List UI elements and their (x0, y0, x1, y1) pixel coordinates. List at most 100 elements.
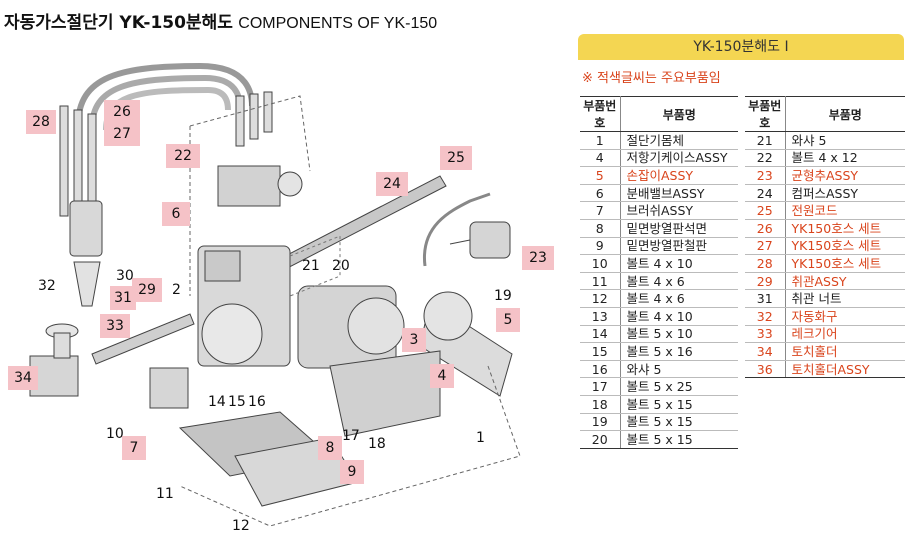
part-number: 23 (745, 166, 786, 185)
label-15: 15 (228, 394, 246, 410)
part-name: 볼트 5 x 15 (620, 395, 738, 414)
column-header-part-name: 부품명 (620, 96, 738, 132)
part-name: 컴퍼스ASSY (785, 184, 905, 203)
part-number: 21 (745, 131, 786, 150)
label-17: 17 (342, 428, 360, 444)
part-number: 14 (580, 325, 621, 344)
callout-3: 3 (402, 328, 426, 352)
part-name: 취관ASSY (785, 272, 905, 291)
part-number: 31 (745, 289, 786, 308)
callout-23: 23 (522, 246, 554, 270)
part-number: 28 (745, 254, 786, 273)
part-number: 6 (580, 184, 621, 203)
callout-6: 6 (162, 202, 190, 226)
label-32: 32 (38, 278, 56, 294)
part-number: 18 (580, 395, 621, 414)
part-number: 10 (580, 254, 621, 273)
part-number: 4 (580, 149, 621, 168)
part-number: 15 (580, 342, 621, 361)
exploded-diagram: 28 26 27 22 6 24 25 23 29 31 33 34 5 3 4… (0, 36, 572, 544)
part-name: 볼트 4 x 6 (620, 289, 738, 308)
part-number: 7 (580, 201, 621, 220)
major-parts-note: ※ 적색글씨는 주요부품임 (582, 71, 721, 86)
label-10: 10 (106, 426, 124, 442)
part-name: 토치홀더 (785, 342, 905, 361)
part-number: 1 (580, 131, 621, 150)
column-header-part-no: 부품번호 (580, 96, 621, 132)
part-name: 와샤 5 (785, 131, 905, 150)
callout-7: 7 (122, 436, 146, 460)
callout-27: 27 (104, 122, 140, 146)
label-11: 11 (156, 486, 174, 502)
callout-4: 4 (430, 364, 454, 388)
part-name: 와샤 5 (620, 360, 738, 379)
part-name: 레크기어 (785, 325, 905, 344)
part-name: 저항기케이스ASSY (620, 149, 738, 168)
column-header-part-no: 부품번호 (745, 96, 786, 132)
part-number: 17 (580, 377, 621, 396)
label-1: 1 (476, 430, 485, 446)
label-18: 18 (368, 436, 386, 452)
part-name: 볼트 4 x 6 (620, 272, 738, 291)
label-19: 19 (494, 288, 512, 304)
part-name: 볼트 5 x 10 (620, 325, 738, 344)
label-20: 20 (332, 258, 350, 274)
callout-34: 34 (8, 366, 38, 390)
callout-29: 29 (132, 278, 162, 302)
part-name: 토치홀더ASSY (785, 360, 905, 379)
table-header-row: 부품번호 부품명 (745, 96, 905, 132)
part-name: 볼트 5 x 15 (620, 430, 738, 449)
part-name: 볼트 4 x 10 (620, 254, 738, 273)
label-21: 21 (302, 258, 320, 274)
part-name: 취관 너트 (785, 289, 905, 308)
part-number: 12 (580, 289, 621, 308)
part-name: 볼트 5 x 15 (620, 413, 738, 432)
title-english: COMPONENTS OF YK-150 (238, 15, 438, 32)
part-number: 20 (580, 430, 621, 449)
part-name: 브러쉬ASSY (620, 201, 738, 220)
label-16: 16 (248, 394, 266, 410)
callout-26: 26 (104, 100, 140, 124)
callout-24: 24 (376, 172, 408, 196)
part-number: 8 (580, 219, 621, 238)
callout-28: 28 (26, 110, 56, 134)
part-number: 27 (745, 237, 786, 256)
callout-25: 25 (440, 146, 472, 170)
label-30: 30 (116, 268, 134, 284)
part-number: 9 (580, 237, 621, 256)
callout-8: 8 (318, 436, 342, 460)
part-name: 균형추ASSY (785, 166, 905, 185)
table-header-row: 부품번호 부품명 (580, 96, 738, 132)
part-number: 26 (745, 219, 786, 238)
callout-33: 33 (100, 314, 130, 338)
part-name: 볼트 4 x 12 (785, 149, 905, 168)
callout-22: 22 (166, 144, 200, 168)
label-12: 12 (232, 518, 250, 534)
part-name: 볼트 4 x 10 (620, 307, 738, 326)
part-number: 5 (580, 166, 621, 185)
part-name: 손잡이ASSY (620, 166, 738, 185)
